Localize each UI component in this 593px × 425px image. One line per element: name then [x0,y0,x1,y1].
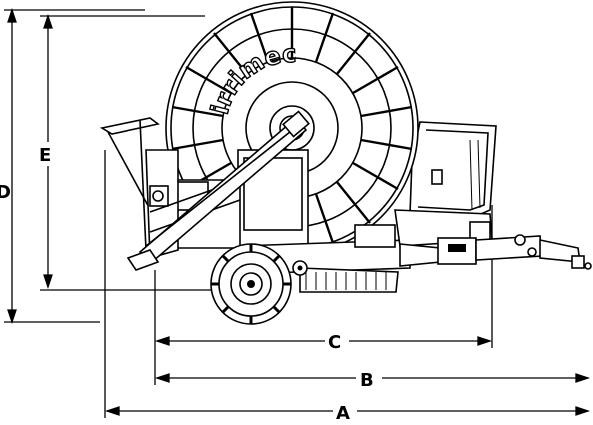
wheel [210,243,308,325]
rear-hood [409,121,497,219]
dimension-lines [4,7,591,418]
dimension-label-b: B [360,370,374,391]
hose-reel-machine: irrimec [99,1,592,325]
dimension-label-e: E [39,145,51,166]
dimension-label-d: D [0,182,11,203]
drawbar [394,209,592,270]
dimension-label-c: C [328,332,341,353]
hose-guide-arm [126,110,310,271]
dimension-label-a: A [336,403,350,424]
